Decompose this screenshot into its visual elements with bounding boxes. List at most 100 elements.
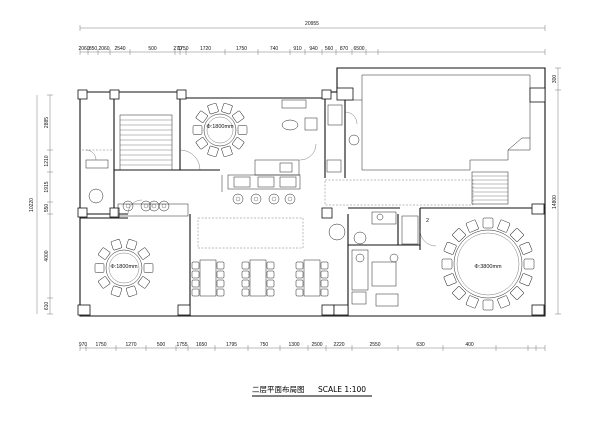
- right-dimension-labels: 300 14800: [552, 75, 558, 209]
- chair: [221, 102, 233, 115]
- left-dimension-label: 1210: [44, 155, 50, 166]
- bottom-dimension-label: 1795: [226, 342, 237, 348]
- chair: [232, 110, 245, 123]
- chair: [125, 285, 138, 297]
- top-dimension-ticks: [79, 49, 546, 55]
- bottom-dimension-ticks: [79, 345, 546, 351]
- left-dimension-label: 550: [44, 204, 50, 213]
- chair: [482, 299, 494, 311]
- top-dimension-label: 1720: [200, 46, 211, 52]
- chair: [519, 241, 533, 255]
- chair: [221, 145, 233, 158]
- chair: [241, 261, 250, 270]
- chair: [207, 102, 219, 115]
- top-dimension-label: 850: [89, 46, 98, 52]
- chair: [443, 241, 457, 255]
- bottom-dimension-label: 1650: [196, 342, 207, 348]
- top-dimension-label: 1750: [177, 46, 188, 52]
- dining-table: [249, 259, 267, 297]
- top-dimension-label: 940: [309, 46, 318, 52]
- chair: [241, 270, 250, 279]
- top-dimension-label: 6500: [353, 46, 364, 52]
- chair: [295, 270, 304, 279]
- bottom-dimension-label: 1300: [288, 342, 299, 348]
- chair: [295, 261, 304, 270]
- right-dimension-label: 14800: [552, 195, 558, 209]
- chair: [110, 285, 123, 297]
- bottom-dimension-label: 970: [79, 342, 88, 348]
- lounge-area: 2: [351, 211, 429, 307]
- chair: [510, 228, 524, 242]
- chair: [143, 263, 154, 273]
- plant-pots: [122, 193, 296, 212]
- chair: [510, 286, 524, 300]
- right-dimension-label: 300: [552, 75, 558, 84]
- chair: [98, 247, 111, 260]
- chair: [266, 261, 275, 270]
- chair: [207, 145, 219, 158]
- top-dimension-label: 2060: [78, 46, 89, 52]
- chair: [443, 273, 457, 287]
- left-dimension-ticks: [47, 94, 53, 315]
- chair: [125, 239, 138, 251]
- bottom-dimension-label: 2550: [369, 342, 380, 348]
- chair: [320, 270, 329, 279]
- chair: [216, 279, 225, 288]
- top-dimension-label: 560: [325, 46, 334, 52]
- walls: [79, 67, 546, 317]
- scale-label: SCALE 1:100: [318, 385, 366, 394]
- chair: [482, 217, 494, 229]
- left-dimension-label: 4000: [44, 250, 50, 261]
- chair: [232, 137, 245, 150]
- chair: [191, 279, 200, 288]
- service-counter: [117, 159, 301, 217]
- chair: [94, 263, 105, 273]
- chair: [241, 279, 250, 288]
- chair: [320, 261, 329, 270]
- top-dimension-label: 2540: [114, 46, 125, 52]
- chair: [465, 295, 479, 309]
- chair: [295, 288, 304, 297]
- chair: [195, 110, 208, 123]
- chair: [266, 288, 275, 297]
- chair: [137, 247, 150, 260]
- chair: [266, 270, 275, 279]
- chair: [523, 258, 535, 270]
- chair: [519, 273, 533, 287]
- doors: [85, 111, 437, 247]
- round-table-top: [192, 102, 248, 158]
- chair: [241, 288, 250, 297]
- top-dimension-label: 500: [148, 46, 157, 52]
- chair: [191, 270, 200, 279]
- overall-width-label: 20955: [305, 21, 319, 27]
- left-overall-label: 10220: [29, 198, 35, 212]
- chair: [216, 261, 225, 270]
- top-dimension-label: 740: [270, 46, 279, 52]
- chair: [216, 270, 225, 279]
- chair: [295, 279, 304, 288]
- chair: [497, 295, 511, 309]
- chair: [452, 228, 466, 242]
- bottom-dimension-label: 2220: [333, 342, 344, 348]
- top-dimension-label: 910: [293, 46, 302, 52]
- dining-table: [199, 259, 217, 297]
- bottom-dimension-label: 630: [416, 342, 425, 348]
- bottom-dimension-label: 1270: [125, 342, 136, 348]
- table-label-2: Φ:1800mm: [110, 264, 138, 270]
- bottom-dimension-label: 1755: [176, 342, 187, 348]
- drawing-title: 二层平面布局图 SCALE 1:100: [252, 384, 372, 397]
- chair: [452, 286, 466, 300]
- left-dimension-label: 610: [44, 302, 50, 311]
- table-label-3: Φ:3800mm: [474, 264, 502, 270]
- top-dimension-label: 270: [173, 46, 182, 52]
- chair: [497, 219, 511, 233]
- bottom-dimension-label: 1750: [95, 342, 106, 348]
- left-dimension-label: 1915: [44, 181, 50, 192]
- structural-columns: [77, 87, 546, 316]
- plan-title: 二层平面布局图: [252, 384, 305, 394]
